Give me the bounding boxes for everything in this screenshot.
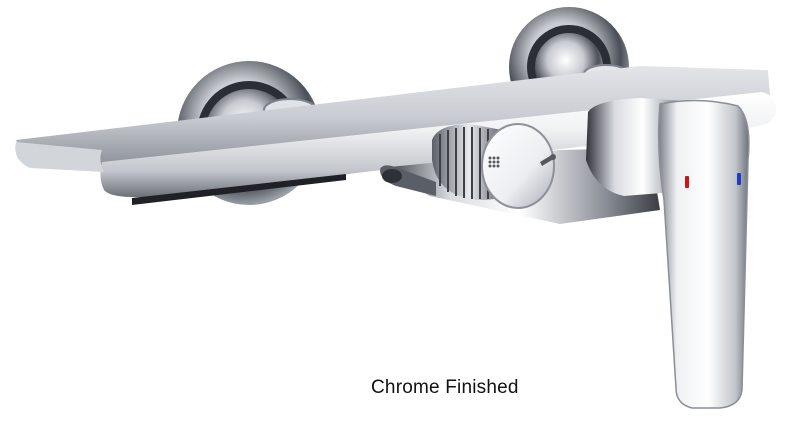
mixer-lever-handle[interactable]: [657, 99, 750, 409]
product-caption: Chrome Finished: [371, 377, 519, 398]
hand-shower-icon: [540, 154, 556, 166]
shelf-left-edge: [15, 142, 104, 172]
hot-indicator: [685, 176, 689, 188]
diverter-knob[interactable]: [432, 123, 555, 209]
hose-outlet: [380, 165, 436, 196]
waterfall-outlet-slot: [132, 174, 346, 205]
shower-head-icon: [488, 156, 500, 168]
shelf-top-surface: [16, 66, 770, 168]
cold-indicator: [737, 173, 741, 185]
